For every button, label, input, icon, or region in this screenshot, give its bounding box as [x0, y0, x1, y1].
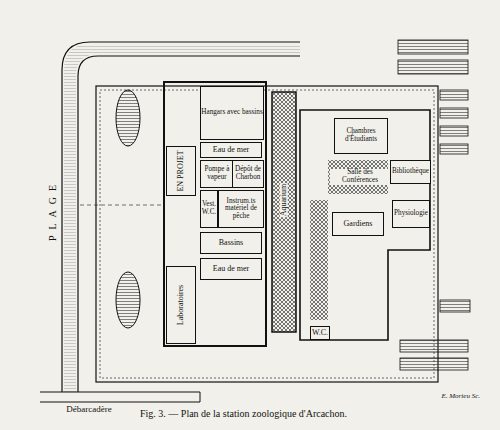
vertical-room: Aquarium: [274, 150, 294, 250]
room-label: EN PROJET: [177, 150, 185, 191]
room-label: W.C.: [202, 209, 216, 217]
room-label: Aquarium: [280, 183, 288, 217]
room-label: Pompe à vapeur: [201, 166, 233, 181]
room-box: Pompe à vapeur: [200, 160, 234, 188]
vertical-room: PLAGE: [46, 120, 60, 300]
room-box: Hangars avec bassins: [200, 86, 264, 140]
room-label: Vest.: [202, 201, 216, 209]
room-label: Hangars avec bassins: [201, 109, 262, 117]
room-box: Débarcadère: [44, 403, 134, 417]
axis-line: [80, 205, 165, 206]
room-label: PLAGE: [48, 178, 59, 242]
main-building: [164, 82, 266, 346]
room-box: Salle des Conférences: [330, 160, 390, 194]
vertical-room: Laboratoires: [166, 266, 196, 344]
vertical-room: EN PROJET: [166, 146, 196, 196]
room-label: Gardiens: [344, 220, 373, 228]
corridor-hatch: [310, 200, 328, 320]
lawn-oval: [116, 90, 140, 146]
room-label: Eau de mer: [213, 146, 249, 154]
room-label: Bibliothèque: [392, 168, 429, 176]
room-box: Bassins: [200, 232, 262, 254]
pier: [40, 392, 200, 402]
road-fill: [64, 44, 300, 392]
room-box: Instrum.ts matériel de pêche: [218, 190, 264, 228]
room-label: Débarcadère: [66, 405, 111, 414]
room-label: Bassins: [219, 239, 243, 247]
room-label: Eau de mer: [213, 265, 249, 273]
road-edge: [78, 56, 300, 392]
figure-caption: Fig. 3. — Plan de la station zoologique …: [140, 408, 347, 419]
room-label: Chambres d'Étudiants: [335, 128, 387, 143]
room-box: Vest.W.C.: [200, 190, 218, 228]
room-box: W.C.: [310, 326, 330, 340]
lawn-oval: [116, 272, 140, 328]
room-label: Instrum.ts matériel de pêche: [219, 198, 263, 221]
room-label: Physiologie: [394, 210, 428, 218]
room-label: Salle des Conférences: [330, 169, 390, 184]
room-box: Physiologie: [392, 200, 430, 228]
room-box: Eau de mer: [200, 142, 262, 158]
aquarium-hatch: [272, 92, 296, 332]
room-box: Eau de mer: [200, 258, 262, 280]
right-wing: [300, 110, 430, 340]
room-box: Dépôt de Charbon: [232, 160, 264, 188]
room-box: Gardiens: [332, 212, 384, 236]
road-edge: [62, 42, 300, 392]
room-label: W.C.: [312, 329, 328, 337]
engraver-signature: E. Morieu Sc.: [442, 392, 481, 400]
room-label: Dépôt de Charbon: [233, 166, 263, 181]
room-box: Bibliothèque: [390, 160, 431, 184]
room-box: Chambres d'Étudiants: [334, 118, 388, 154]
room-label: Laboratoires: [177, 285, 185, 325]
